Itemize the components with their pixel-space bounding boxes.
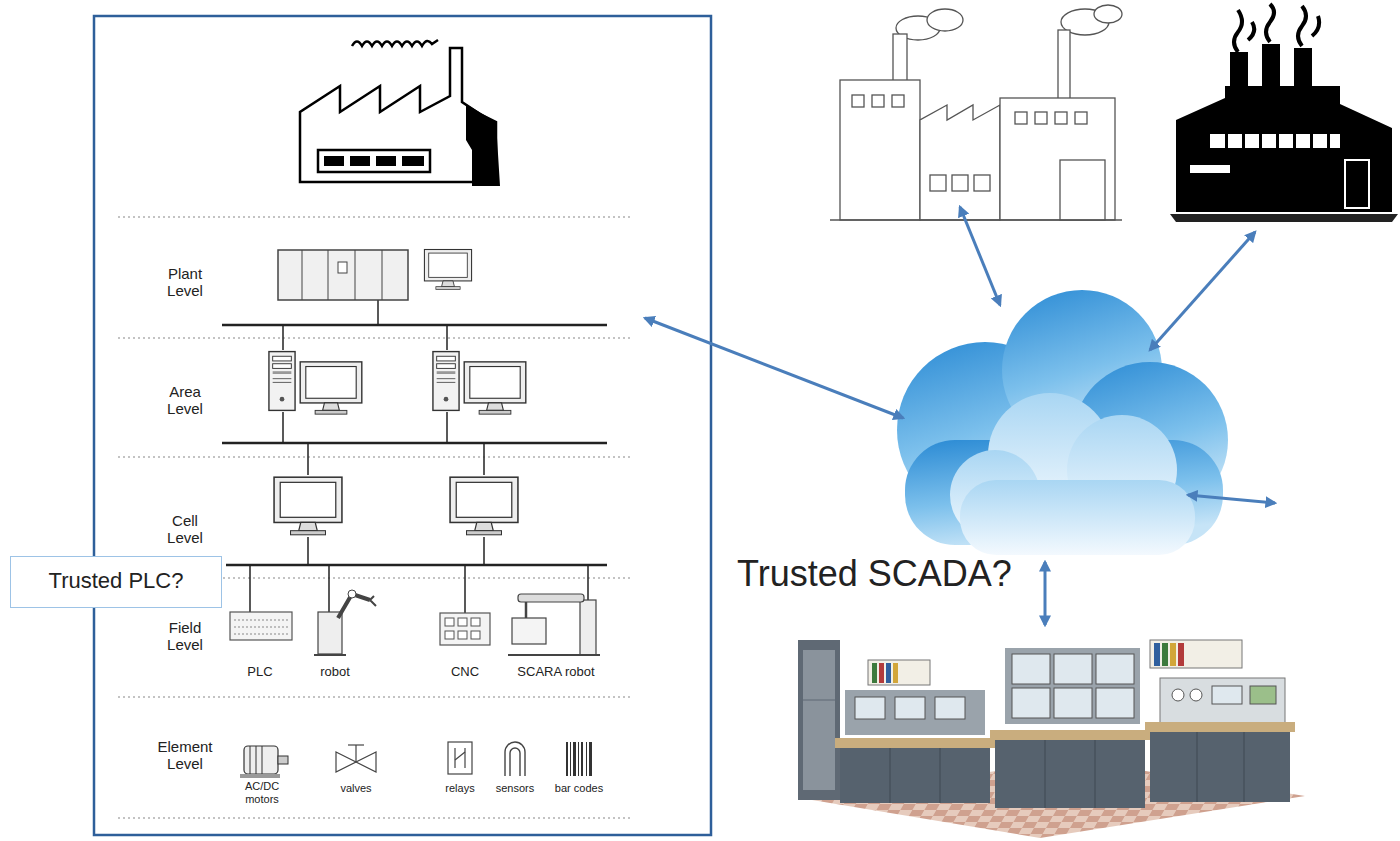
cloud [897,290,1228,555]
connection-arrows [645,207,1275,625]
hierarchy-panel [94,16,711,835]
text-holder: sensors [493,782,537,795]
valve-symbol [336,745,376,772]
level-band: Area Level [100,339,705,456]
level-label: Plant Level [156,265,214,300]
level-separators [118,217,630,818]
element-label: relays [445,782,474,795]
factory-outline [830,5,1122,220]
device-label: SCARA robot [517,665,594,680]
sensor-symbol [505,742,525,776]
label-holder: Trusted SCADA? [737,553,1012,595]
factory-silhouette [1170,4,1398,222]
device-label: PLC [247,665,272,680]
text-holder: CNC [430,664,500,680]
text-holder: Trusted PLC? [25,568,207,594]
level-label: Area Level [156,383,214,418]
level-band: Element LevelAC/DC motors valves relays sen… [100,698,705,817]
text-holder: PLC [225,664,295,680]
factory-icon [300,40,500,186]
plc-icon [230,612,292,640]
level-label: Field Level [156,619,214,654]
element-label: valves [340,782,371,795]
text-holder: robot [300,664,370,680]
cell-computers [274,477,518,535]
text-holder: relays [439,782,481,795]
level-label: Element Level [156,738,214,773]
text-holder: SCARA robot [508,664,604,680]
callout-text: Trusted PLC? [49,568,184,593]
text-holder: AC/DC motors [237,780,287,805]
element-label: bar codes [555,782,603,795]
robot-icon [314,590,376,655]
text-holder: Field Level [156,619,214,654]
text-holder: Plant Level [156,265,214,300]
plant-mainframe [278,250,472,301]
device-label: robot [320,665,350,680]
barcode-symbol [566,742,592,776]
element-label: sensors [496,782,535,795]
area-computers [269,352,526,415]
level-label: Cell Level [156,512,214,547]
control-room [798,640,1305,838]
scara-robot-icon [508,594,600,655]
cnc-icon [440,613,490,645]
level-band: Field LevelPLC robot CNC SCARA robot [100,579,705,696]
element-label: AC/DC motors [237,780,287,805]
relay-symbol [448,742,472,774]
annotation-label: Trusted SCADA? [737,553,1012,594]
text-holder: Area Level [156,383,214,418]
motor-symbol [240,746,288,778]
level-band: Plant Level [100,218,705,337]
text-holder: valves [331,782,381,795]
device-label: CNC [451,665,479,680]
text-holder: Element Level [156,738,214,773]
text-holder: bar codes [552,782,606,795]
network-bus [222,300,607,613]
callout-box: Trusted PLC? [10,556,222,608]
text-holder: Cell Level [156,512,214,547]
